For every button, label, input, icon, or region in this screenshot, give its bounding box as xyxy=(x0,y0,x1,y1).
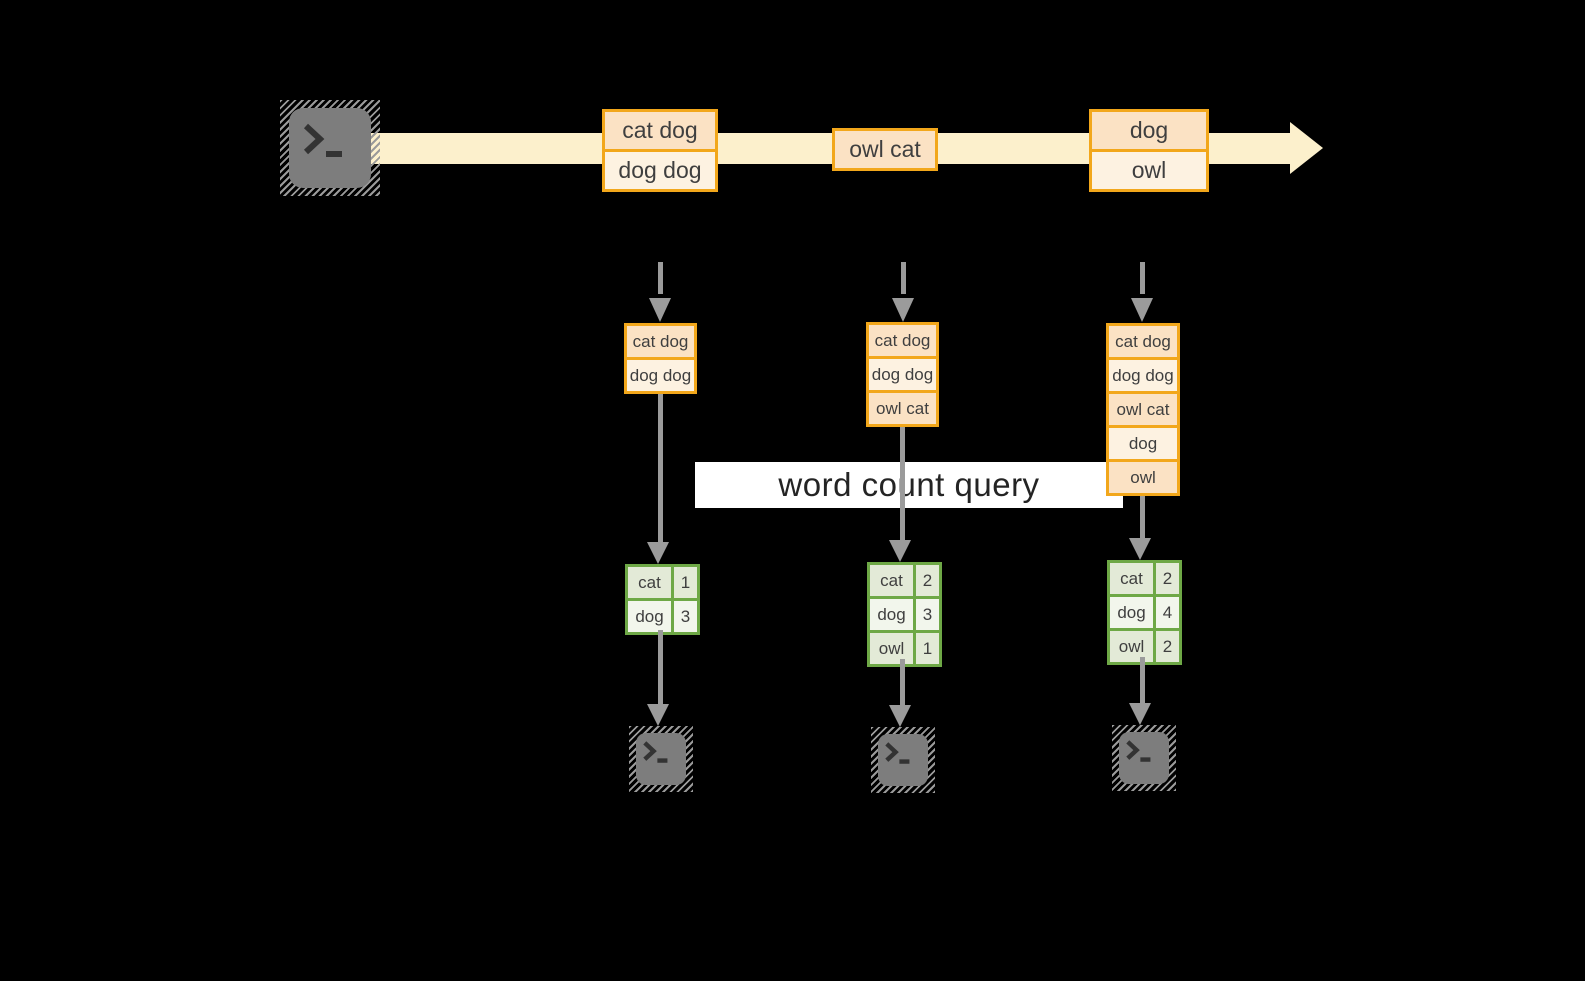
input-row: dog dog xyxy=(869,356,936,390)
input-row: dog xyxy=(1109,425,1177,459)
terminal-prompt-glyph xyxy=(885,742,910,764)
result-count-cell: 3 xyxy=(671,601,697,632)
result-word-cell: dog xyxy=(870,599,913,630)
terminal-prompt-glyph xyxy=(1126,740,1151,762)
dashed-arrow-2-icon xyxy=(892,262,914,322)
input-row: owl cat xyxy=(1109,391,1177,425)
output-arrow-1-head-icon xyxy=(647,704,669,726)
stream-record: owl xyxy=(1092,149,1206,189)
input-row: cat dog xyxy=(1109,326,1177,357)
result-count-cell: 1 xyxy=(913,633,939,664)
query-arrow-3-head-icon xyxy=(1129,538,1151,560)
terminal-prompt-glyph xyxy=(643,741,668,763)
result-count-cell: 3 xyxy=(913,599,939,630)
terminal-prompt-glyph xyxy=(303,123,342,157)
query-label: word count query xyxy=(778,466,1040,503)
input-row: dog dog xyxy=(1109,357,1177,391)
result-word-cell: cat xyxy=(1110,563,1153,594)
result-word-cell: cat xyxy=(628,567,671,598)
input-row: cat dog xyxy=(869,325,936,356)
output-arrow-3-line xyxy=(1140,657,1145,705)
output-arrow-1-line xyxy=(658,630,663,706)
output-arrow-2-line xyxy=(900,659,905,707)
result-count-cell: 2 xyxy=(1153,563,1179,594)
output-terminal-icon-1 xyxy=(629,726,693,792)
input-row: cat dog xyxy=(627,326,694,357)
result-count-cell: 2 xyxy=(1153,631,1179,662)
input-row: dog dog xyxy=(627,357,694,391)
result-count-cell: 2 xyxy=(913,565,939,596)
stream-record: dog dog xyxy=(605,149,715,189)
result-word-cell: dog xyxy=(1110,597,1153,628)
output-arrow-3-head-icon xyxy=(1129,703,1151,725)
dashed-arrow-3-icon xyxy=(1131,262,1153,322)
query-arrow-3-line xyxy=(1140,480,1145,540)
query-arrow-1-line xyxy=(658,388,663,544)
result-count-cell: 1 xyxy=(671,567,697,598)
result-word-cell: owl xyxy=(870,633,913,664)
stream-record: dog xyxy=(1092,112,1206,149)
query-arrow-2-line xyxy=(900,418,905,542)
stream-batch-2: owl cat xyxy=(832,128,938,171)
stream-arrowhead-icon xyxy=(1290,122,1323,174)
output-arrow-2-head-icon xyxy=(889,705,911,727)
terminal-window xyxy=(289,108,371,188)
input-row: owl xyxy=(1109,459,1177,493)
output-terminal-icon-2 xyxy=(871,727,935,793)
dashed-arrow-1-icon xyxy=(649,262,671,322)
result-word-cell: cat xyxy=(870,565,913,596)
result-word-cell: owl xyxy=(1110,631,1153,662)
stream-record: cat dog xyxy=(605,112,715,149)
result-count-cell: 4 xyxy=(1153,597,1179,628)
source-terminal-icon xyxy=(280,100,380,196)
input-row: owl cat xyxy=(869,390,936,424)
query-arrow-1-head-icon xyxy=(647,542,669,564)
query-arrow-2-head-icon xyxy=(889,540,911,562)
query-label-band: word count query xyxy=(695,462,1123,508)
stream-record: owl cat xyxy=(835,131,935,168)
result-word-cell: dog xyxy=(628,601,671,632)
output-terminal-icon-3 xyxy=(1112,725,1176,791)
